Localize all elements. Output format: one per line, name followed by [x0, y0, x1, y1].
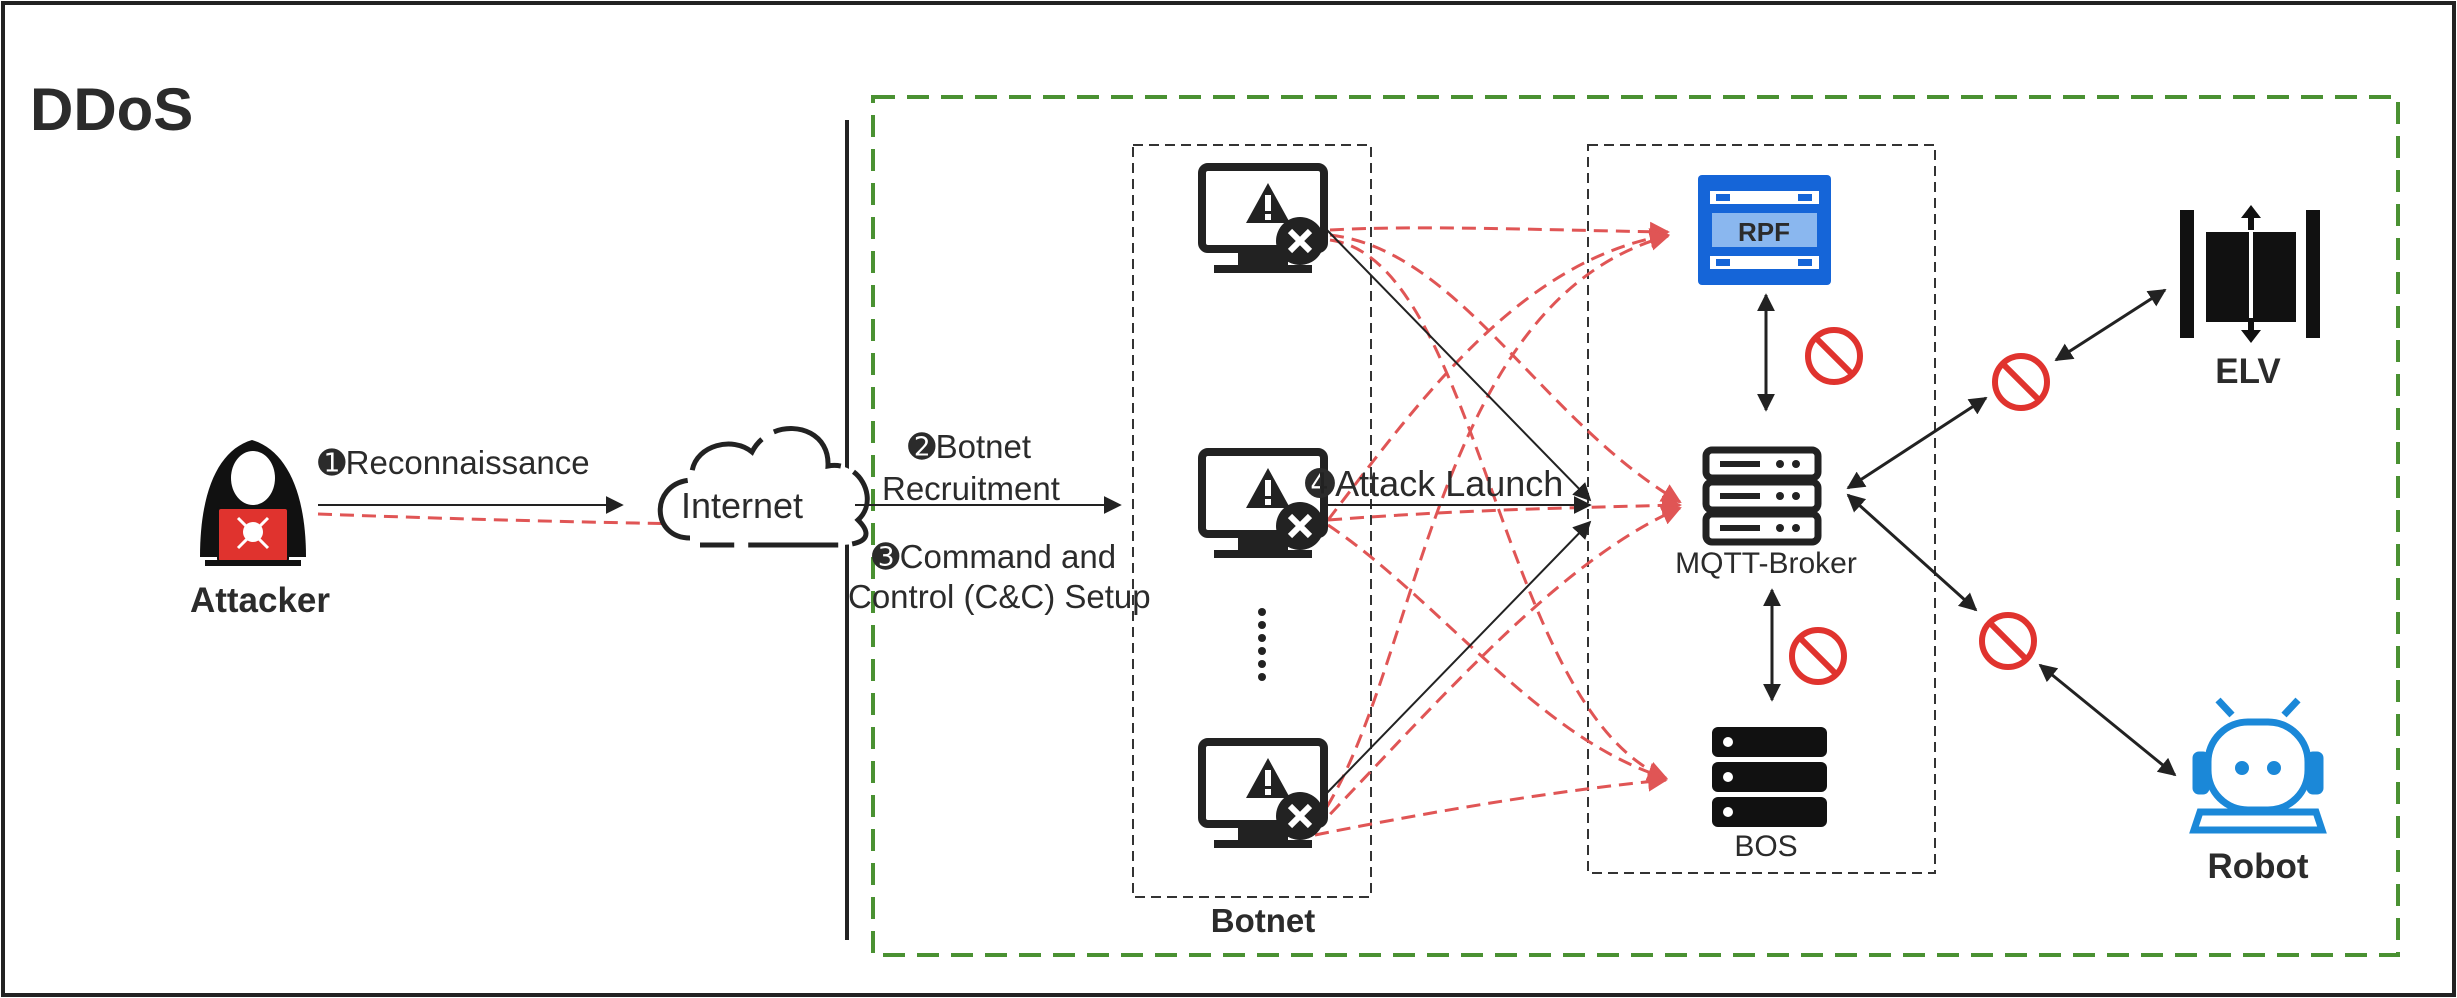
recruitment-label-1: ➋Botnet — [908, 428, 1031, 465]
mqtt-elv-link — [1846, 396, 1988, 490]
infected-computer-icon — [1198, 448, 1328, 558]
attack-launch-label: ➍Attack Launch — [1305, 463, 1563, 504]
cloud-icon — [657, 426, 870, 548]
cc-label-2: Control (C&C) Setup — [848, 578, 1151, 615]
diagram-title: DDoS — [30, 76, 193, 143]
rpf-device-icon — [1698, 175, 1831, 285]
reconnaissance-label: ➊Reconnaissance — [318, 444, 590, 481]
attack-paths — [1313, 221, 1682, 837]
hacker-icon — [200, 440, 306, 566]
elevator-icon — [2180, 205, 2320, 343]
attack-path — [1313, 505, 1682, 832]
infected-computer-icon — [1198, 163, 1328, 273]
elv-label: ELV — [2215, 352, 2281, 391]
mqtt-elv-link — [2054, 288, 2167, 362]
server-rack-icon — [1712, 727, 1827, 827]
more-bots-ellipsis — [1258, 608, 1266, 681]
server-rack-lights — [1723, 737, 1733, 817]
attack-path — [1327, 495, 1682, 522]
recruitment-label-2: Recruitment — [882, 470, 1060, 507]
protected-zone — [871, 95, 2400, 957]
prohibited-icon — [1789, 627, 1847, 685]
attack-path — [1326, 228, 1670, 521]
mqtt-broker-label: MQTT-Broker — [1675, 547, 1857, 580]
attack-path — [1329, 238, 1668, 781]
robot-eyes — [2235, 761, 2281, 775]
attack-path — [1329, 233, 1682, 504]
robot-label: Robot — [2207, 847, 2308, 886]
bos-label: BOS — [1734, 830, 1797, 863]
mqtt-robot-link — [1846, 493, 1978, 612]
robot-icon — [2189, 697, 2327, 834]
attack-path — [1313, 231, 1670, 826]
attack-path — [1329, 221, 1670, 242]
internet-label: Internet — [681, 485, 803, 526]
mqtt-robot-link — [2038, 663, 2177, 777]
server-rack-icon — [1702, 446, 1822, 546]
botnet-label: Botnet — [1211, 902, 1315, 939]
rpf-label: RPF — [1738, 217, 1790, 247]
attack-path — [1314, 771, 1668, 837]
prohibited-icon — [1979, 612, 2037, 670]
infected-computer-icon — [1198, 738, 1328, 848]
control-lines — [1324, 227, 1592, 796]
botnet-box — [1132, 144, 1372, 898]
attack-path — [1327, 523, 1668, 783]
cc-label-1: ➌Command and — [872, 538, 1116, 575]
prohibited-icon — [1805, 327, 1863, 385]
server-rack-lights — [1720, 460, 1800, 532]
attacker-label: Attacker — [190, 581, 330, 620]
prohibited-icon — [1992, 353, 2050, 411]
